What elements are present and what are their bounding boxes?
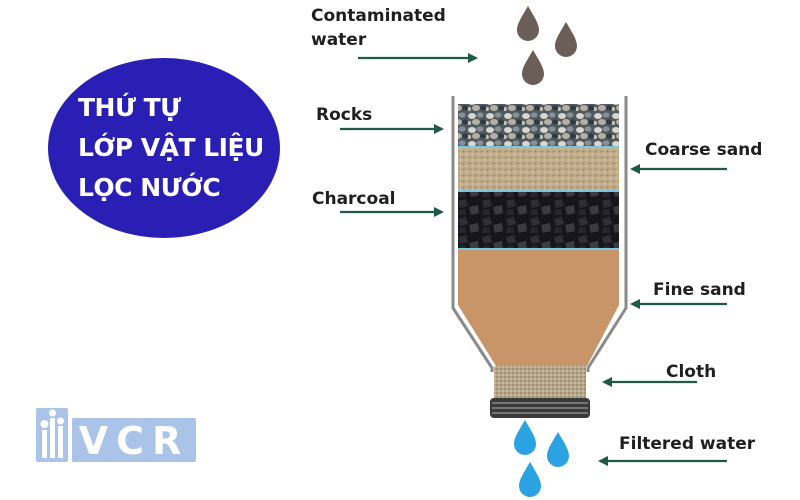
- label-cloth: Cloth: [666, 362, 717, 382]
- contaminated-water-drops: [517, 6, 577, 85]
- cloth-layer: [494, 366, 586, 400]
- label-contaminated-line-2: water: [311, 30, 367, 50]
- vcr-logo-text: VCR: [79, 419, 190, 463]
- title-oval: [48, 58, 280, 238]
- coarse-sand-layer: [458, 148, 619, 190]
- charcoal-layer: [458, 192, 619, 248]
- label-contaminated-water: Contaminated water: [311, 4, 446, 52]
- label-coarse-sand: Coarse sand: [645, 140, 763, 160]
- contaminated-drop-3: [522, 50, 544, 85]
- label-charcoal: Charcoal: [312, 189, 396, 209]
- contaminated-drop-1: [517, 6, 539, 41]
- label-rocks: Rocks: [316, 105, 373, 125]
- label-filtered-water: Filtered water: [619, 434, 756, 454]
- filtered-drop-1: [514, 420, 536, 455]
- fine-sand-layer: [458, 250, 619, 366]
- diagram-title: THỨ TỰ LỚP VẬT LIỆU LỌC NƯỚC: [78, 88, 264, 208]
- rocks-layer: [458, 104, 619, 146]
- vcr-logo: VCR: [36, 408, 196, 463]
- contaminated-drop-2: [555, 22, 577, 57]
- title-line-2: LỚP VẬT LIỆU: [78, 133, 264, 162]
- label-contaminated-line-1: Contaminated: [311, 6, 446, 26]
- label-fine-sand: Fine sand: [653, 280, 746, 300]
- bottle-outline: [451, 96, 628, 372]
- filtered-water-drops: [514, 420, 569, 497]
- title-line-1: THỨ TỰ: [78, 93, 181, 122]
- title-line-3: LỌC NƯỚC: [78, 173, 221, 202]
- filtered-drop-3: [519, 462, 541, 497]
- filtered-drop-2: [547, 432, 569, 467]
